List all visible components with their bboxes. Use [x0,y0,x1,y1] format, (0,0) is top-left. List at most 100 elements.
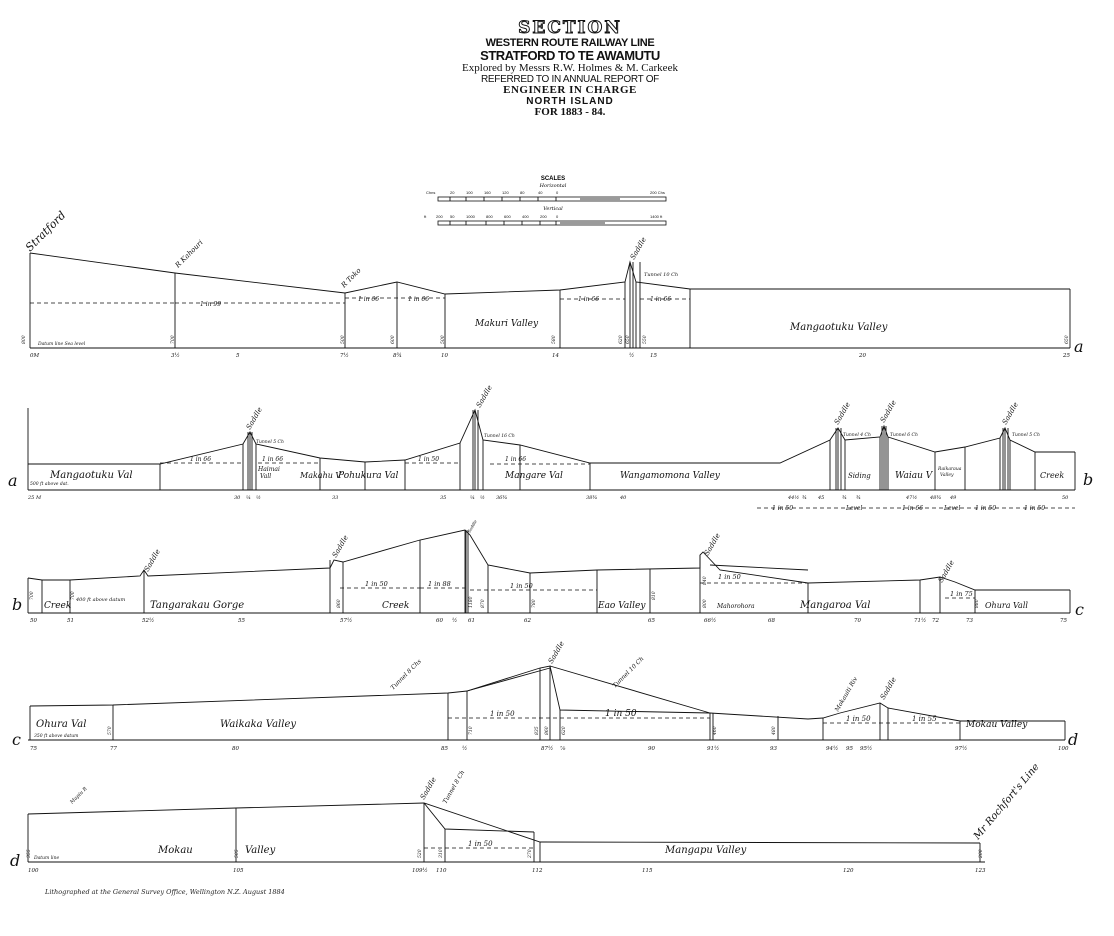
tunnel-label: Tunnel 8 Chs [389,658,422,691]
title-section: SECTION [518,18,622,38]
lithograph-footer: Lithographed at the General Survey Offic… [45,888,285,896]
mile-label: 70 [854,618,861,624]
datum-label: Datum line [33,855,59,861]
tunnel-label: Tunnel 16 Ch [484,433,515,439]
mile-label: 50 [1062,495,1069,501]
mile-label: 57½ [340,617,352,624]
height-label: 700 [170,335,176,344]
place-saddle: Saddle [1001,401,1020,426]
mile-label: 33 [332,495,338,501]
valley-label: Mangaroa Val [799,600,870,611]
mile-label: 20 [858,353,866,359]
gradient-label: 1 in 50 [510,582,533,590]
tunnel-label: Tunnel 10 Ch [611,655,645,689]
mile-label: 40 [619,495,627,501]
mile-label: ¾ [802,494,807,501]
upper-profile [549,665,711,714]
lower-gradient-label: 1 in 66 [902,505,923,512]
place-r-toko: R Toko [339,267,363,291]
height-label: 880 [974,599,980,608]
mile-label: 25 [1062,353,1070,359]
title-line: WESTERN ROUTE RAILWAY LINE [485,36,655,49]
valley-label: Raikaraua [937,466,962,472]
gradient-label: 1 in 50 [718,573,741,581]
place-saddle: Saddle [143,548,162,573]
valley-label: Waikaka Valley [220,719,296,730]
height-label: 460 [712,726,718,736]
mile-label: 75 [1060,618,1067,624]
mile-label: 72 [932,618,939,624]
valley-label: Pohukura Val [337,471,399,481]
tunnel-label: Tunnel 6 Ch [890,432,918,438]
valley-label: Haimai [257,466,280,473]
horizontal-scale-tick: 200 Chs [650,190,665,195]
horizontal-scale-tick: 160 [484,190,491,195]
height-label: 620 [618,335,624,344]
mile-label: 95 [846,746,853,752]
mile-label: 36¾ [496,494,507,501]
horizontal-scale-tick: 40 [538,190,543,195]
ground-profile-2 [28,408,1075,465]
mile-label: 61 [468,618,475,624]
mile-label: 80 [232,746,239,752]
tunnel-label: Tunnel 5 Ch [256,439,284,445]
mile-label: 75 [30,746,37,752]
tunnel-label: Tunnel 8 Ch [442,769,467,805]
height-label: 570 [107,726,113,735]
vertical-scale-shade [560,221,605,225]
height-label: 860 [544,726,550,735]
place-mokauiti-riv: Mokauiti Riv [833,675,859,714]
height-label: 310 [438,849,444,858]
height-label: 200 [978,849,984,859]
title-route: STRATFORD TO TE AWAMUTU [480,48,660,64]
mile-label: 77 [110,746,117,752]
gradient-label: 1 in 55 [912,715,937,723]
vertical-scale-tick: 0 [556,214,559,219]
lower-gradient-label: Level [845,505,862,512]
mile-label: 123 [975,868,986,874]
place-saddle: Saddle [547,640,566,665]
gradient-label: 1 in 66 [358,296,379,303]
mile-label: ½ [462,745,467,752]
section-letter-a: a [8,471,18,490]
place-saddle: Saddle [833,401,852,426]
height-label: 500 [340,335,346,344]
place-saddle: Saddle [879,399,898,424]
scales-heading: SCALES [541,176,565,182]
mile-label: ¾ [842,494,847,501]
height-label: 810 [651,591,657,600]
mile-label: 15 [650,353,657,359]
mile-label: 68 [768,618,775,624]
gradient-label: 1 in 66 [190,456,211,463]
gradient-label: 1 in 50 [468,840,493,848]
gradient-label: 1 in 50 [605,709,637,719]
horizontal-scale-shade [580,197,620,201]
mile-label: 55 [238,618,245,624]
section-letter-b: b [1083,470,1093,489]
mile-label: 93 [770,746,777,752]
mile-label: 62 [524,618,531,624]
vertical-scale-tick: 1400 ft [650,214,663,219]
horizontal-scale-tick: 80 [520,190,525,195]
mile-label: 90 [648,746,655,752]
mile-label: 100 [1058,746,1069,752]
place-r-kahouri: R Kahouri [173,239,205,271]
ground-profile-5 [27,802,981,844]
valley-label: Valley [940,472,954,478]
tunnel-profile-5 [423,802,535,833]
mile-label: 97½ [955,745,967,752]
mile-label: 51 [67,618,74,624]
gradient-label: 1 in 66 [650,296,671,303]
valley-label: Creek [382,601,409,611]
valley-label: Mangare Val [504,471,563,481]
ground-profile-4 [29,665,1065,722]
height-label: 505 [234,849,240,858]
lower-gradient-label: 1 in 50 [975,505,996,512]
valley-label: Wangamomona Valley [620,471,721,481]
datum-label: Datum line Sea level [37,341,86,347]
gradient-label: 1 in 66 [408,296,429,303]
mile-label: 87½ [541,745,553,752]
vertical-scale-tick: 50 [450,214,455,219]
mile-label: ¼ [246,494,251,501]
